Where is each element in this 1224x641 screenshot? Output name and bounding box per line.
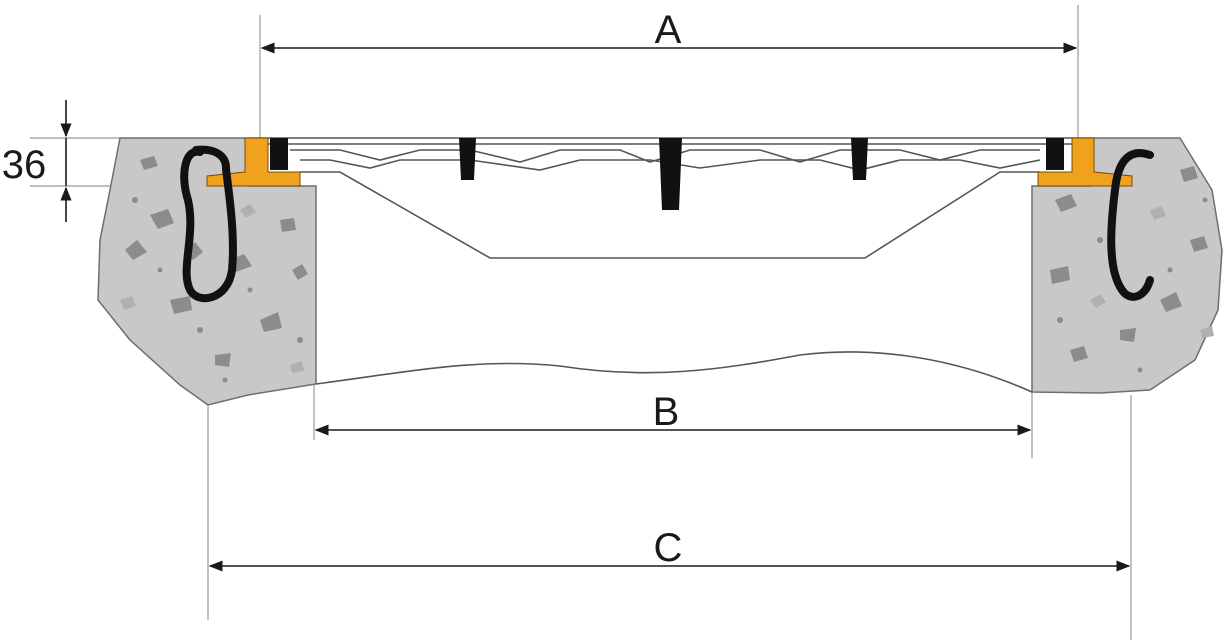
dimension-c-label: C — [654, 526, 683, 570]
anchor-hook-left — [180, 145, 237, 303]
dimension-b-label: B — [653, 390, 680, 434]
dimension-c: C — [208, 526, 1131, 572]
anchor-hook-right — [1107, 149, 1154, 301]
dimension-a-label: A — [655, 8, 682, 52]
extension-lines — [30, 5, 1132, 640]
dimension-depth-label: 36 — [2, 143, 47, 187]
dimension-a: A — [260, 8, 1078, 54]
gasket-right — [1037, 137, 1133, 187]
manhole-cover — [250, 137, 1090, 393]
concrete-right — [1031, 137, 1223, 394]
concrete-left — [97, 137, 317, 406]
dimension-b: B — [314, 390, 1032, 436]
dimension-depth: 36 — [2, 100, 72, 222]
